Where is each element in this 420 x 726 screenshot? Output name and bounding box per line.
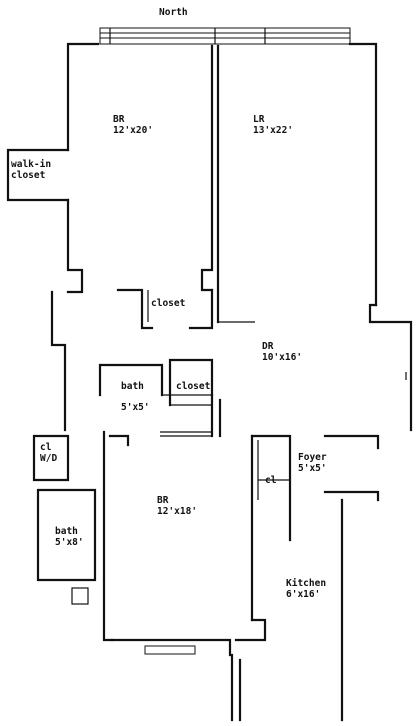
north-label: North: [159, 7, 188, 18]
upper-bath-walls: [98, 358, 222, 438]
upper-bath-size: 5'x5': [121, 402, 150, 413]
kitchen-walls: [230, 498, 344, 722]
walk-in-closet-walls: [6, 148, 70, 202]
wd-closet-line2: W/D: [40, 453, 58, 464]
master-bedroom-walls: [66, 42, 220, 324]
lr-name: LR: [253, 114, 265, 125]
master-br-name: BR: [113, 114, 125, 125]
lower-closet-label: closet: [176, 381, 211, 392]
lr-size: 13'x22': [253, 125, 294, 136]
lower-bath-walls: [36, 488, 97, 605]
master-br-size: 12'x20': [113, 125, 154, 136]
washer-dryer-closet-walls: [32, 434, 70, 482]
upper-closet-label: closet: [151, 298, 186, 309]
lower-bath-size: 5'x8': [55, 537, 84, 548]
foyer-name: Foyer: [298, 452, 327, 463]
living-room-walls: [348, 42, 413, 432]
north-windows: [99, 27, 351, 45]
kitchen-size: 6'x16': [286, 589, 321, 600]
foyer-size: 5'x5': [298, 463, 327, 474]
upper-closet-walls: [116, 288, 255, 330]
corridor-walls: [50, 290, 84, 432]
walkin-closet-line1: walk-in: [11, 159, 52, 170]
wd-closet-line1: cl: [40, 442, 52, 453]
walkin-closet-line2: closet: [11, 170, 46, 181]
lower-bath-name: bath: [55, 526, 78, 537]
second-bedroom-walls: [102, 430, 267, 657]
upper-bath-name: bath: [121, 381, 144, 392]
second-br-name: BR: [157, 495, 169, 506]
dr-name: DR: [262, 341, 274, 352]
dr-size: 10'x16': [262, 352, 303, 363]
foyer-closet-label: cl: [265, 475, 277, 486]
foyer-walls: [250, 434, 380, 542]
second-br-size: 12'x18': [157, 506, 198, 517]
kitchen-name: Kitchen: [286, 578, 327, 589]
